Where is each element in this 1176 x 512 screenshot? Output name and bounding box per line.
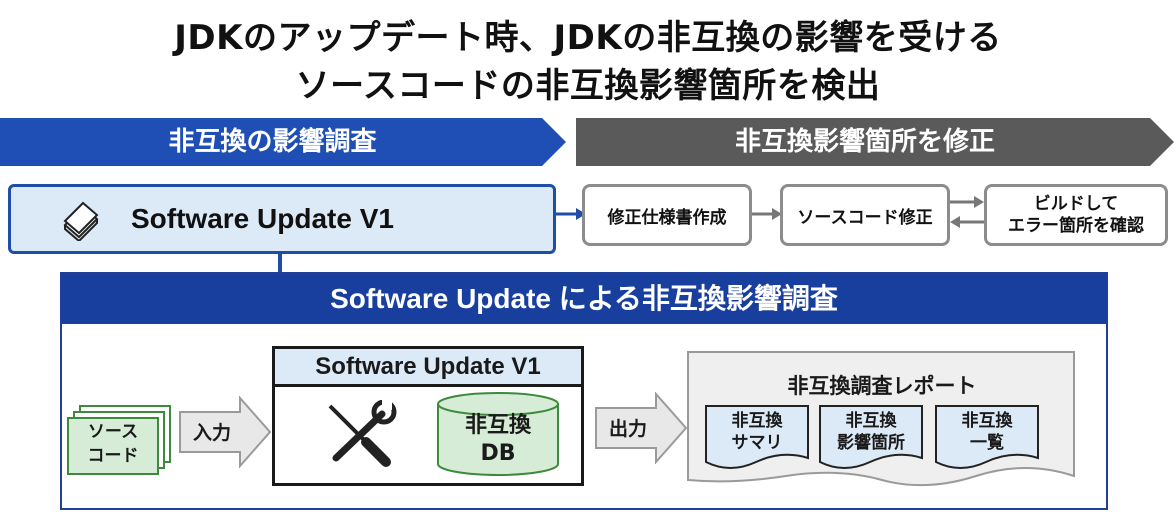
- report-item-locations-line1: 非互換: [845, 411, 897, 431]
- fix-step-build: ビルドして エラー箇所を確認: [984, 184, 1168, 246]
- tool-box-title: Software Update V1: [275, 349, 581, 387]
- output-arrow: [595, 392, 688, 464]
- output-label: 出力: [608, 418, 647, 440]
- db-line2: DB: [480, 441, 516, 466]
- source-code-line2: コード: [87, 446, 139, 466]
- arrow-step2-step3-bidirectional: [950, 196, 984, 228]
- report-item-summary: 非互換 サマリ: [704, 410, 810, 454]
- report-item-list: 非互換 一覧: [934, 410, 1040, 454]
- report-item-locations-shape: [819, 405, 923, 469]
- phase-fix-label: 非互換影響箇所を修正: [734, 127, 995, 157]
- title-line-1: JDKのアップデート時、JDKの非互換の影響を受ける: [174, 18, 1002, 58]
- db-label: 非互換 DB: [436, 412, 560, 468]
- fix-step-build-line2: エラー箇所を確認: [1008, 216, 1144, 236]
- fix-step-build-line1: ビルドして: [1033, 194, 1119, 214]
- fix-step-code-label: ソースコード修正: [797, 207, 933, 228]
- document-stack-icon: [63, 201, 99, 241]
- section-title: Software Update による非互換影響調査: [62, 274, 1106, 324]
- report-item-locations: 非互換 影響箇所: [818, 410, 924, 454]
- fix-step-code: ソースコード修正: [780, 184, 950, 246]
- tools-icon: [328, 400, 397, 467]
- report-item-locations-line2: 影響箇所: [837, 433, 905, 453]
- title-line-2: ソースコードの非互換影響箇所を検出: [295, 66, 881, 106]
- report-item-list-line1: 非互換: [961, 411, 1013, 431]
- arrow-to-step1: [556, 208, 586, 220]
- incompat-db-cylinder: [437, 392, 559, 476]
- input-label: 入力: [192, 422, 231, 444]
- report-item-summary-shape: [705, 405, 809, 469]
- connector-line: [278, 254, 282, 272]
- db-line1: 非互換: [464, 413, 531, 438]
- phase-investigate-label: 非互換の影響調査: [168, 127, 377, 157]
- report-item-list-shape: [935, 405, 1039, 469]
- fix-step-spec-label: 修正仕様書作成: [607, 207, 727, 228]
- fix-phase-arrow: [576, 118, 1174, 166]
- fix-step-spec: 修正仕様書作成: [582, 184, 752, 246]
- investigate-phase-arrow: [0, 118, 566, 166]
- report-item-summary-line1: 非互換: [731, 411, 783, 431]
- source-code-label: ソース コード: [68, 420, 158, 468]
- source-code-line1: ソース: [87, 422, 139, 442]
- software-update-main-label: Software Update V1: [131, 203, 394, 234]
- input-arrow: [179, 396, 272, 468]
- software-update-main-box: Software Update V1: [8, 184, 556, 254]
- source-code-doc-stack: [67, 405, 171, 475]
- report-item-summary-line2: サマリ: [731, 433, 783, 453]
- phase-arrows: [0, 118, 1174, 166]
- arrow-step1-to-step2: [752, 208, 782, 220]
- report-title: 非互換調査レポート: [787, 374, 977, 398]
- report-item-list-line2: 一覧: [970, 433, 1004, 453]
